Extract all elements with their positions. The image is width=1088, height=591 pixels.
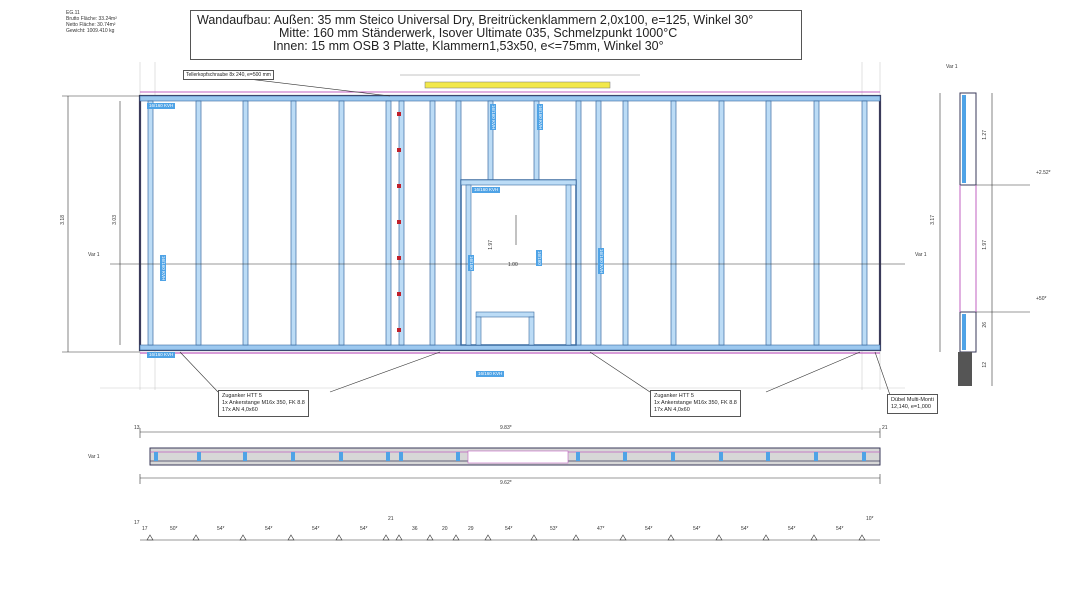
member-tag-vertical: 16/160 KVH [160,255,166,282]
spacing-value: 54* [312,526,320,532]
spacing-value: 54* [788,526,796,532]
spacing-value: 54* [505,526,513,532]
member-tag: 16/160 KVH [147,352,176,358]
callout-line: Zuganker HTT 5 [654,393,694,399]
sheet-meta: EG.11 Brutto Fläche: 33.24m² Netto Fläch… [66,10,117,34]
dim-overall-bottom: 9.62* [500,480,512,486]
side-view-mark: Var 1 [946,64,958,70]
callout-line: 1x Ankerstange M16x 350, FK 8.8 [222,400,305,406]
title-line-inner: Innen: 15 mm OSB 3 Platte, Klammern1,53x… [273,39,664,53]
dim-side-b: 1.97 [982,240,988,250]
dim-mid-tick: 21 [388,516,394,522]
top-beam-note: Tellerkopfschraube 8x 240, e=500 mm [183,70,274,80]
callout-line: 1x Ankerstange M16x 350, FK 8.8 [654,400,737,406]
member-tag-vertical: 16/160 KVH [598,248,604,275]
dim-right-end: 10* [866,516,874,522]
member-tag: 16/160 KVH [147,103,176,109]
title-line-outer: Wandaufbau: Außen: 35 mm Steico Universa… [197,13,754,27]
meta-line: Netto Fläche: 30.74m² [66,22,116,28]
spacing-value: 50* [170,526,178,532]
callout-line: Dübel Multi-Monti [891,397,934,403]
dim-opening-height: 1.97 [488,240,494,250]
dim-left-end: 17 [134,520,140,526]
elevation-lower: +50* [1036,296,1047,302]
callout-line: 17x AN 4,0x60 [654,407,690,413]
member-tag-vertical: 16/160 [468,255,474,271]
member-tag: 16/160 KVH [472,187,501,193]
meta-line: Brutto Fläche: 33.24m² [66,16,117,22]
spacing-value: 54* [693,526,701,532]
anchor-callout-right: Zuganker HTT 5 1x Ankerstange M16x 350, … [650,390,741,417]
member-tag: 16/160 KVH [476,371,505,377]
dim-side-d: 12 [982,362,988,368]
dim-side-total: 3.17 [930,215,936,225]
spacing-value: 54* [836,526,844,532]
dim-side-a: 1.27 [982,130,988,140]
dim-left-inner: 3.03 [112,215,118,225]
member-tag-vertical: 16/160 KVH [490,104,496,131]
callout-line: 12,140, e=1,000 [891,404,931,410]
callout-line: 17x AN 4,0x60 [222,407,258,413]
spacing-value: 54* [360,526,368,532]
anchor-marks [397,112,401,332]
spacing-value: 20 [442,526,448,532]
section-mark-left: Var 1 [88,252,100,258]
dim-left-small: 13 [134,425,140,431]
dim-right-small: 21 [882,425,888,431]
elevation-upper: +2.52* [1036,170,1051,176]
title-line-middle: Mitte: 160 mm Ständerwerk, Isover Ultima… [279,26,678,40]
spacing-value: 36 [412,526,418,532]
dim-side-c: 26 [982,322,988,328]
spacing-value: 47* [597,526,605,532]
plan-studs [154,452,866,461]
spacing-value: 54* [265,526,273,532]
member-tag-vertical: 16/160 [536,250,542,266]
meta-line: EG.11 [66,10,80,16]
dim-opening-width: 1.00 [508,262,518,268]
spacing-value: 29 [468,526,474,532]
dowel-callout: Dübel Multi-Monti 12,140, e=1,000 [887,394,938,414]
spacing-ticks [146,534,866,541]
plan-mark: Var 1 [88,454,100,460]
section-mark-right: Var 1 [915,252,927,258]
spacing-value: 54* [217,526,225,532]
spacing-value: 53* [550,526,558,532]
spacing-value: 54* [741,526,749,532]
dim-left-outer: 3.18 [60,215,66,225]
dim-overall-top: 9.83* [500,425,512,431]
anchor-callout-left: Zuganker HTT 5 1x Ankerstange M16x 350, … [218,390,309,417]
wall-build-up-title: Wandaufbau: Außen: 35 mm Steico Universa… [190,10,802,60]
header-beam [424,81,611,89]
spacing-value: 54* [645,526,653,532]
callout-line: Zuganker HTT 5 [222,393,262,399]
spacing-value: 17 [142,526,148,532]
meta-line: Gewicht: 1009.410 kg [66,28,115,34]
member-tag-vertical: 16/160 KVH [537,104,543,131]
